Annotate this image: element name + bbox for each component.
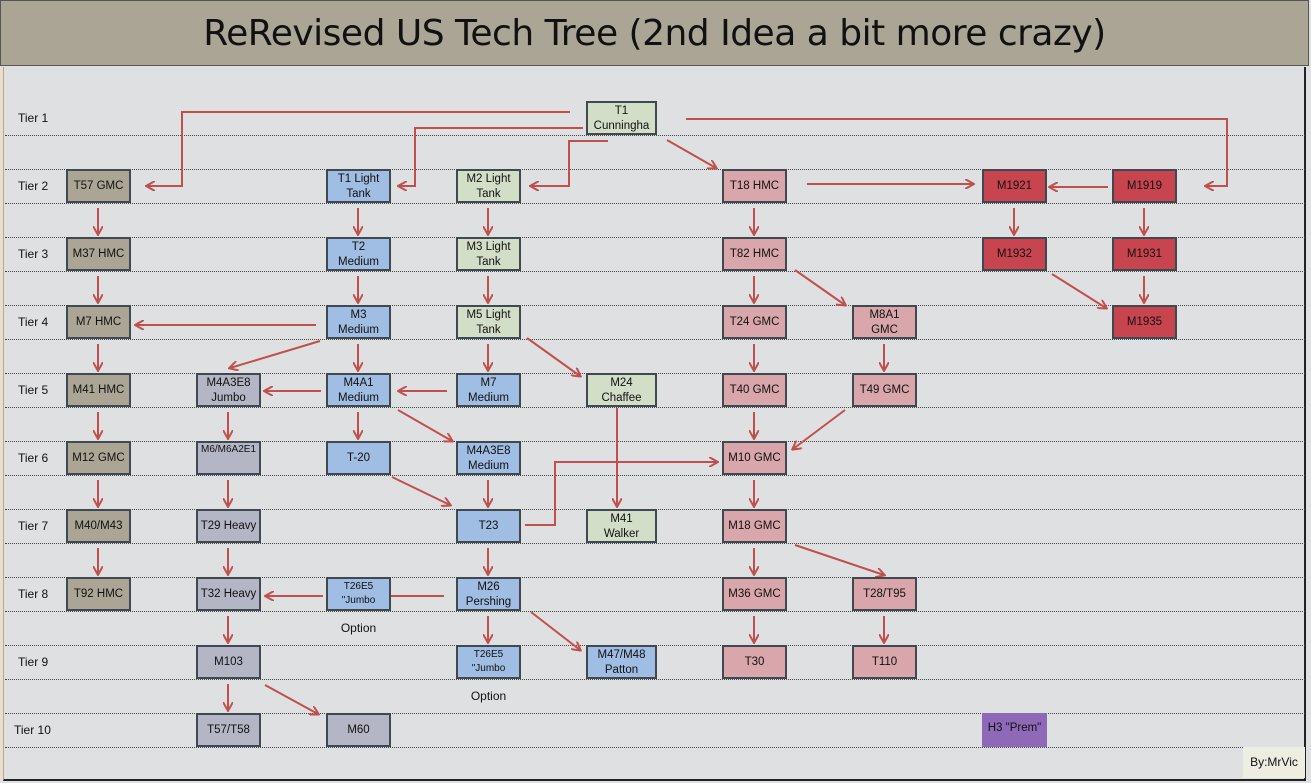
tree-node-m1921[interactable]: M1921	[982, 169, 1047, 203]
tree-node-m36[interactable]: M36 GMC	[722, 577, 787, 611]
tier-divider	[5, 747, 1305, 748]
tree-node-t57t58[interactable]: T57/T58	[196, 713, 261, 747]
tree-node-m103[interactable]: M103	[196, 645, 261, 679]
tier-divider	[5, 611, 1305, 612]
tree-node-t23[interactable]: T23	[456, 509, 521, 543]
tier-divider	[5, 135, 1305, 136]
option-note: Option	[340, 621, 377, 635]
tree-node-t18[interactable]: T18 HMC	[722, 169, 787, 203]
tree-node-t26e5a[interactable]: T26E5"JumboPershing"	[326, 577, 391, 611]
tier-label: Tier 9	[18, 655, 49, 669]
tree-node-m10[interactable]: M10 GMC	[722, 441, 787, 475]
tree-node-t32[interactable]: T32 Heavy	[196, 577, 261, 611]
tree-frame	[3, 67, 1306, 781]
tree-node-m7hmc[interactable]: M7 HMC	[66, 305, 131, 339]
tree-node-m1931[interactable]: M1931	[1112, 237, 1177, 271]
page-title: ReRevised US Tech Tree (2nd Idea a bit m…	[203, 12, 1106, 54]
tree-node-m1932[interactable]: M1932	[982, 237, 1047, 271]
tier-divider	[5, 577, 1305, 578]
tier-divider	[5, 441, 1305, 442]
tier-divider	[5, 169, 1305, 170]
tier-divider	[5, 305, 1305, 306]
tier-label: Tier 1	[18, 111, 49, 125]
author-credit: By:MrVic	[1243, 747, 1305, 778]
title-bar: ReRevised US Tech Tree (2nd Idea a bit m…	[0, 0, 1309, 66]
tree-node-t20[interactable]: T-20	[326, 441, 391, 475]
tree-node-m1935[interactable]: M1935	[1112, 305, 1177, 339]
tree-node-t40[interactable]: T40 GMC	[722, 373, 787, 407]
tree-node-h3[interactable]: H3 "Prem"	[982, 713, 1047, 747]
tree-node-t49[interactable]: T49 GMC	[852, 373, 917, 407]
tree-node-t30[interactable]: T30	[722, 645, 787, 679]
tier-label: Tier 10	[14, 723, 51, 737]
tree-node-t82[interactable]: T82 HMC	[722, 237, 787, 271]
tree-node-t57gmc[interactable]: T57 GMC	[66, 169, 131, 203]
tier-divider	[5, 339, 1305, 340]
tree-node-m40[interactable]: M40/M43	[66, 509, 131, 543]
tree-node-m60[interactable]: M60	[326, 713, 391, 747]
tier-label: Tier 5	[18, 383, 49, 397]
tree-node-m37[interactable]: M37 HMC	[66, 237, 131, 271]
tier-label: Tier 8	[18, 587, 49, 601]
tree-node-t29[interactable]: T29 Heavy	[196, 509, 261, 543]
tier-divider	[5, 679, 1305, 680]
tree-node-m1919[interactable]: M1919	[1112, 169, 1177, 203]
tier-label: Tier 4	[18, 315, 49, 329]
tier-divider	[5, 713, 1305, 714]
tier-label: Tier 3	[18, 247, 49, 261]
tree-node-m18[interactable]: M18 GMC	[722, 509, 787, 543]
tier-divider	[5, 237, 1305, 238]
option-note: Option	[470, 689, 507, 703]
tier-divider	[5, 271, 1305, 272]
tier-label: Tier 6	[18, 451, 49, 465]
tier-label: Tier 7	[18, 519, 49, 533]
tier-divider	[5, 407, 1305, 408]
tier-divider	[5, 203, 1305, 204]
tree-node-t28[interactable]: T28/T95	[852, 577, 917, 611]
tree-node-m6[interactable]: M6/M6A2E1	[196, 441, 261, 475]
tree-node-t110[interactable]: T110	[852, 645, 917, 679]
tier-divider	[5, 475, 1305, 476]
tree-node-t26e5b[interactable]: T26E5"JumboPershing"	[456, 645, 521, 679]
tier-divider	[5, 543, 1305, 544]
tier-label: Tier 2	[18, 179, 49, 193]
tree-node-t92[interactable]: T92 HMC	[66, 577, 131, 611]
tree-node-m12[interactable]: M12 GMC	[66, 441, 131, 475]
tree-node-t24[interactable]: T24 GMC	[722, 305, 787, 339]
tree-node-m41hmc[interactable]: M41 HMC	[66, 373, 131, 407]
